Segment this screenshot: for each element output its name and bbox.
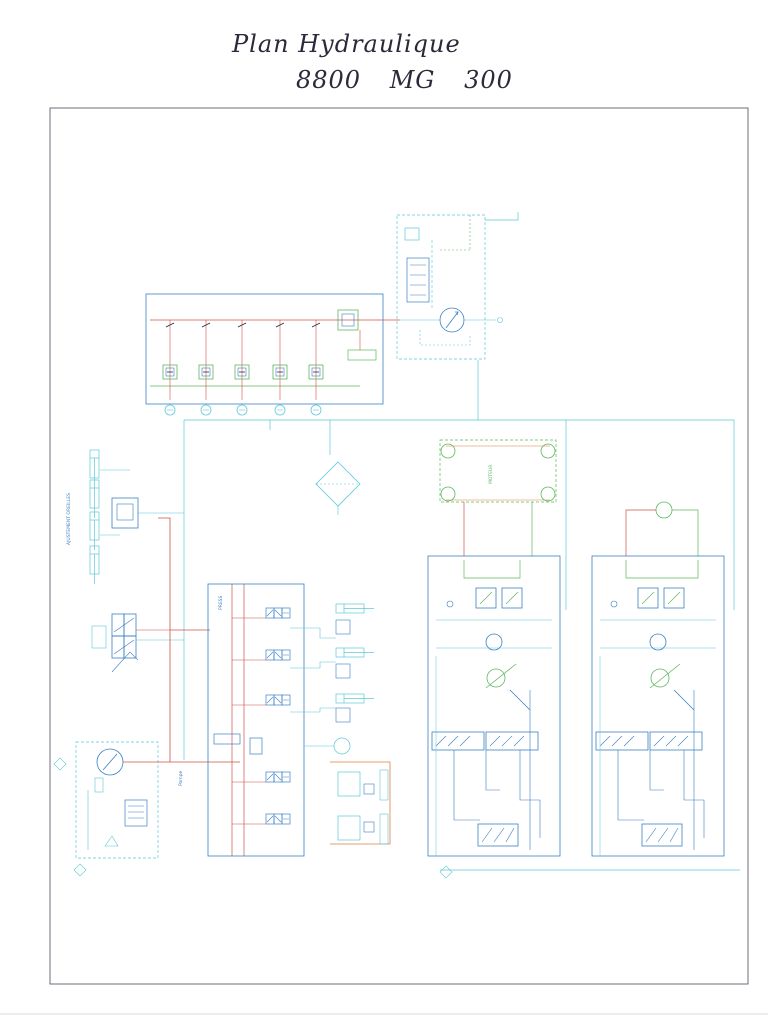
pump-label: Pompe (178, 770, 184, 786)
motor-symbol-icon (333, 737, 351, 755)
drain-symbol-icon (439, 865, 453, 879)
page-frame (49, 107, 749, 985)
return-lines (183, 360, 740, 871)
filter-symbol-icon (315, 461, 361, 515)
main-pump-group: Pompe (53, 741, 184, 877)
center-vertical-label: PRESS (218, 595, 224, 610)
handwritten-title: Plan Hydraulique (232, 30, 461, 58)
pump-tank-module (396, 212, 519, 360)
center-valve-block: PRESS (207, 583, 305, 857)
right-motor-symbol (625, 501, 699, 556)
directional-valve-left (91, 613, 184, 673)
manifold-sections (162, 320, 324, 416)
handwritten-subtitle: 8800 MG 300 (296, 66, 513, 94)
traction-motor-loop: MOTEUR (439, 439, 557, 556)
ear-adjust-label: AJUSTEMENT OREILLES (66, 493, 72, 545)
motor-loop-label: MOTEUR (488, 465, 494, 484)
hydrostatic-unit-1 (427, 555, 561, 857)
ear-adjustment-cylinders: AJUSTEMENT OREILLES (66, 449, 184, 585)
tank-symbol-icon (104, 835, 119, 847)
manifold-block (145, 293, 400, 416)
pressure-lines (158, 517, 240, 763)
hydrostatic-unit-2 (591, 555, 725, 857)
center-cylinders (290, 603, 391, 845)
